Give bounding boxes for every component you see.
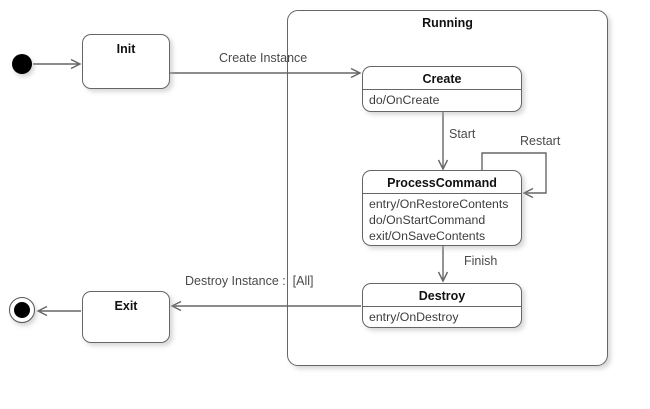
state-exit[interactable]: Exit — [82, 291, 170, 343]
transition-start[interactable] — [437, 112, 449, 171]
transition-restart-self-loop[interactable] — [481, 152, 547, 199]
state-exit-label: Exit — [114, 299, 138, 313]
transition-label-start: Start — [449, 127, 476, 141]
transition-label-create-instance: Create Instance — [219, 51, 308, 65]
state-init-label: Init — [116, 42, 136, 56]
transition-label-destroy-instance: Destroy Instance : [All] — [185, 274, 314, 288]
state-create-actions: do/OnCreate — [363, 89, 521, 108]
final-state-node[interactable] — [9, 297, 35, 323]
state-process-command-action: exit/OnSaveContents — [369, 229, 486, 243]
state-init[interactable]: Init — [82, 34, 170, 89]
state-process-command[interactable]: ProcessCommand entry/OnRestoreContents d… — [362, 170, 522, 246]
state-create-action: do/OnCreate — [369, 93, 440, 107]
transition-create-instance[interactable] — [170, 67, 362, 79]
state-destroy[interactable]: Destroy entry/OnDestroy — [362, 283, 522, 328]
composite-state-running-label: Running — [422, 16, 473, 30]
transition-exit-to-final[interactable] — [36, 305, 81, 317]
state-destroy-actions: entry/OnDestroy — [363, 306, 521, 325]
transition-label-finish: Finish — [464, 254, 498, 268]
state-create[interactable]: Create do/OnCreate — [362, 66, 522, 112]
transition-label-restart: Restart — [520, 134, 561, 148]
state-create-label: Create — [422, 72, 462, 86]
state-process-command-label: ProcessCommand — [387, 176, 497, 190]
state-process-command-actions: entry/OnRestoreContents do/OnStartComman… — [363, 193, 521, 244]
state-process-command-action: entry/OnRestoreContents — [369, 197, 509, 211]
transition-finish[interactable] — [437, 246, 449, 283]
initial-state-node[interactable] — [12, 54, 32, 74]
transition-destroy-instance[interactable] — [170, 300, 361, 312]
state-process-command-action: do/OnStartCommand — [369, 213, 486, 227]
transition-initial-to-init[interactable] — [33, 58, 82, 70]
state-destroy-action: entry/OnDestroy — [369, 310, 459, 324]
final-state-inner-dot — [13, 301, 30, 318]
state-destroy-label: Destroy — [418, 289, 466, 303]
